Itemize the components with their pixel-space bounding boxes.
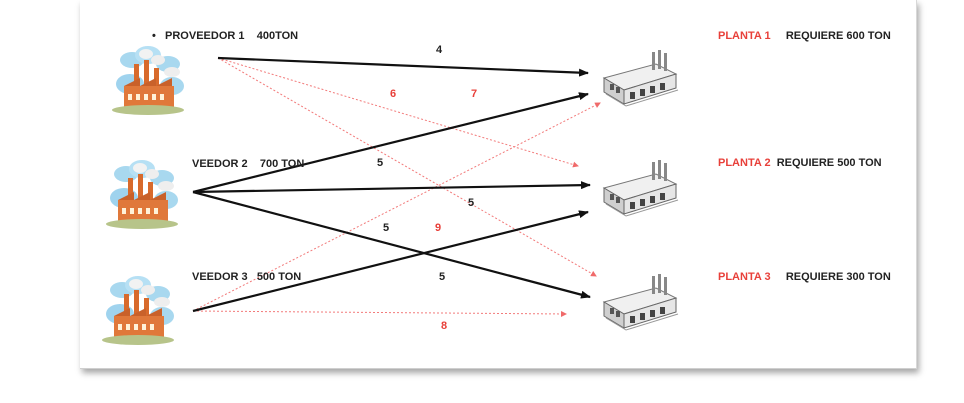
black-arrows xyxy=(192,56,591,313)
cost-p1-planta3: 7 xyxy=(471,88,478,100)
plant-2-label: PLANTA 2 REQUIERE 500 TON xyxy=(718,157,882,169)
cost-p3-planta3: 8 xyxy=(441,320,448,332)
factory-icon xyxy=(106,160,178,229)
plant-icon xyxy=(603,159,679,217)
arrow-p3-planta3 xyxy=(192,310,567,317)
supplier-amount: 500 TON xyxy=(256,271,302,283)
arrow-p1-planta3 xyxy=(217,57,597,277)
supplier-name: PROVEEDOR 1 xyxy=(165,30,245,42)
bullet: • xyxy=(152,30,156,42)
plant-requirement: REQUIERE 500 TON xyxy=(776,157,882,169)
cost-p3-planta1: 9 xyxy=(435,222,442,234)
supplier-name: VEEDOR 3 xyxy=(192,271,248,283)
plant-name: PLANTA 1 xyxy=(718,30,771,42)
red-arrows xyxy=(192,57,601,317)
cost-p1-planta1: 4 xyxy=(436,44,443,56)
factory-icon xyxy=(112,46,184,115)
plant-requirement: REQUIERE 300 TON xyxy=(785,271,891,283)
plant-3-label: PLANTA 3 REQUIERE 300 TON xyxy=(718,271,891,283)
arrow-p2-planta3 xyxy=(192,190,591,299)
arrow-p3-planta2 xyxy=(192,210,589,313)
cost-p1-planta2: 6 xyxy=(390,88,397,100)
arrow-p2-planta1 xyxy=(192,92,589,194)
plant-name: PLANTA 2 xyxy=(718,157,771,169)
cost-p3-planta2: 5 xyxy=(383,222,390,234)
supplier-amount: 400TON xyxy=(256,30,299,42)
plant-requirement: REQUIERE 600 TON xyxy=(785,30,891,42)
supplier-amount: 700 TON xyxy=(259,158,305,170)
arrow-p2-planta2 xyxy=(192,181,591,194)
arrow-p1-planta2 xyxy=(217,57,579,168)
supplier-3-label: VEEDOR 3 500 TON xyxy=(192,271,301,283)
cost-p2-planta2: 5 xyxy=(468,197,475,209)
arrow-p1-planta1 xyxy=(217,56,589,77)
plant-icon xyxy=(603,273,679,331)
factory-icon xyxy=(102,276,174,345)
cost-p2-planta1: 5 xyxy=(377,157,384,169)
cost-p2-planta3: 5 xyxy=(439,271,446,283)
supplier-1-label: • PROVEEDOR 1 400TON xyxy=(152,30,298,42)
plant-1-label: PLANTA 1 REQUIERE 600 TON xyxy=(718,30,891,42)
supplier-2-label: VEEDOR 2 700 TON xyxy=(192,158,304,170)
plant-icon xyxy=(603,49,679,107)
plant-name: PLANTA 3 xyxy=(718,271,771,283)
arrow-p3-planta1 xyxy=(192,102,601,312)
supplier-name: VEEDOR 2 xyxy=(192,158,248,170)
